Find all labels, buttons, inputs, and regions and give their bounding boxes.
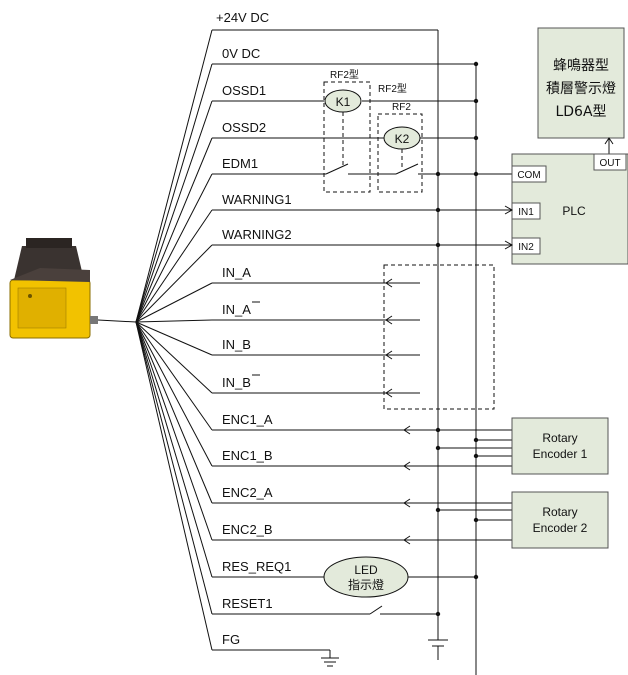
relay-k2-label: K2 — [395, 132, 410, 146]
stack-light-module: 蜂鳴器型 積層警示燈 LD6A型 — [537, 27, 625, 154]
relay-k1-contact — [325, 163, 349, 175]
stack-light-line1: 蜂鳴器型 — [553, 58, 609, 74]
wire-label-ossd1: OSSD1 — [222, 83, 266, 98]
wire-label-in-b-bar: IN_B — [222, 375, 251, 390]
led-line1: LED — [354, 563, 378, 577]
wire-labels: +24V DC 0V DC OSSD1 OSSD2 EDM1 WARNING1 … — [216, 10, 292, 647]
encoder1-line2: Encoder 1 — [533, 447, 588, 461]
led-line2: 指示燈 — [348, 577, 384, 592]
wire-label-in-b: IN_B — [222, 337, 251, 352]
wire-label-in-a: IN_A — [222, 265, 251, 280]
wire-label-ossd2: OSSD2 — [222, 120, 266, 135]
wire-label-enc2-a: ENC2_A — [222, 485, 273, 500]
stack-light-line3: LD6A型 — [555, 104, 606, 120]
reset-switch — [369, 605, 383, 615]
led-indicator: LED 指示燈 — [323, 556, 409, 598]
input-dashed-box — [383, 264, 495, 410]
wire-label-fg: FG — [222, 632, 240, 647]
wire-label-enc2-b: ENC2_B — [222, 522, 273, 537]
encoder2-line2: Encoder 2 — [533, 521, 588, 535]
plc-port-com: COM — [517, 170, 540, 181]
wire-label-24v: +24V DC — [216, 10, 269, 25]
encoder-arrows — [403, 425, 512, 545]
rotary-encoder-1: Rotary Encoder 1 — [511, 417, 609, 475]
relay-k2-type: RF2型 — [378, 82, 407, 95]
wire-label-edm1: EDM1 — [222, 156, 258, 171]
laser-scanner-image — [9, 238, 98, 339]
wire-label-reset1: RESET1 — [222, 596, 273, 611]
plc-out-port: OUT — [599, 158, 620, 169]
ground-symbol-fg — [321, 650, 339, 667]
relay-k2-contact — [395, 163, 419, 175]
cable-fanout — [135, 29, 213, 651]
plc-port-in1: IN1 — [518, 207, 534, 218]
encoder1-line1: Rotary — [542, 431, 577, 445]
wire-label-0v: 0V DC — [222, 46, 260, 61]
relay-k2-type-b: RF2 — [392, 102, 411, 113]
relay-k1-type: RF2型 — [330, 68, 359, 81]
junction-dots — [435, 61, 479, 617]
plc-label: PLC — [562, 204, 586, 218]
capacitor-symbol — [428, 639, 448, 660]
sensor-cable — [97, 319, 137, 323]
bus-lines — [437, 30, 477, 675]
wire-label-warning2: WARNING2 — [222, 227, 292, 242]
wire-label-res-req1: RES_REQ1 — [222, 559, 291, 574]
plc-port-in2: IN2 — [518, 242, 534, 253]
plc-module: OUT COM IN1 IN2 PLC — [504, 153, 628, 265]
relay-k1: RF2型 K1 — [323, 68, 371, 193]
wire-label-in-a-bar: IN_A — [222, 302, 251, 317]
relay-k2: RF2型 RF2 K2 — [377, 82, 423, 193]
relay-k1-label: K1 — [336, 95, 351, 109]
wire-label-enc1-a: ENC1_A — [222, 412, 273, 427]
wire-label-warning1: WARNING1 — [222, 192, 292, 207]
stack-light-line2: 積層警示燈 — [546, 81, 616, 97]
rotary-encoder-2: Rotary Encoder 2 — [511, 491, 609, 549]
encoder2-line1: Rotary — [542, 505, 577, 519]
wire-lines — [212, 29, 512, 651]
wire-label-enc1-b: ENC1_B — [222, 448, 273, 463]
